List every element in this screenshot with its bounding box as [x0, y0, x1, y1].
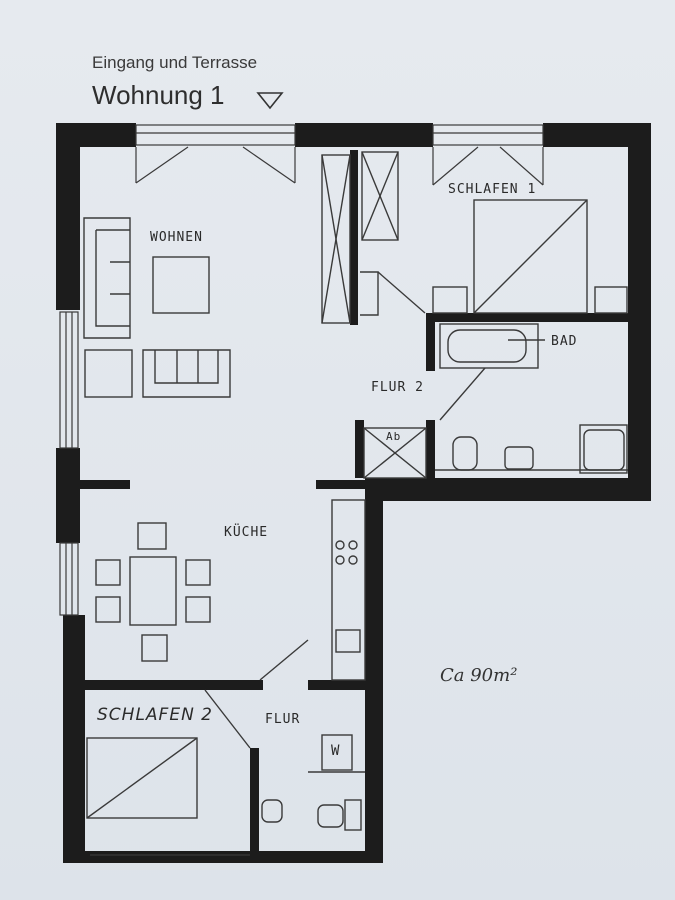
bedroom2-furniture [86, 689, 251, 819]
room-label-schlafen2: SCHLAFEN 2 [97, 705, 214, 725]
room-label-w: W [331, 743, 341, 759]
area-annotation: Ca 90m² [440, 665, 518, 686]
room-label-wohnen: WOHNEN [150, 230, 203, 245]
walls [56, 123, 651, 863]
entrance-triangle-icon [256, 92, 284, 110]
room-label-ab: Ab [386, 430, 402, 443]
living-furniture [83, 151, 426, 398]
room-label-flur: FLUR [265, 712, 301, 727]
room-label-flur2: FLUR 2 [371, 380, 424, 395]
bedroom1-furniture [432, 199, 628, 314]
plan-subtitle: Eingang und Terrasse [92, 53, 258, 72]
room-label-schlafen1: SCHLAFEN 1 [448, 182, 537, 197]
storage-ab [363, 427, 427, 479]
windows [59, 124, 544, 856]
bathroom-fixtures [435, 323, 628, 474]
room-label-kueche: KÜCHE [224, 525, 269, 540]
plan-title: Wohnung 1 [92, 80, 225, 110]
wc-fixtures [261, 734, 365, 831]
room-label-bad: BAD [551, 334, 578, 349]
kitchen-furniture [95, 499, 366, 681]
